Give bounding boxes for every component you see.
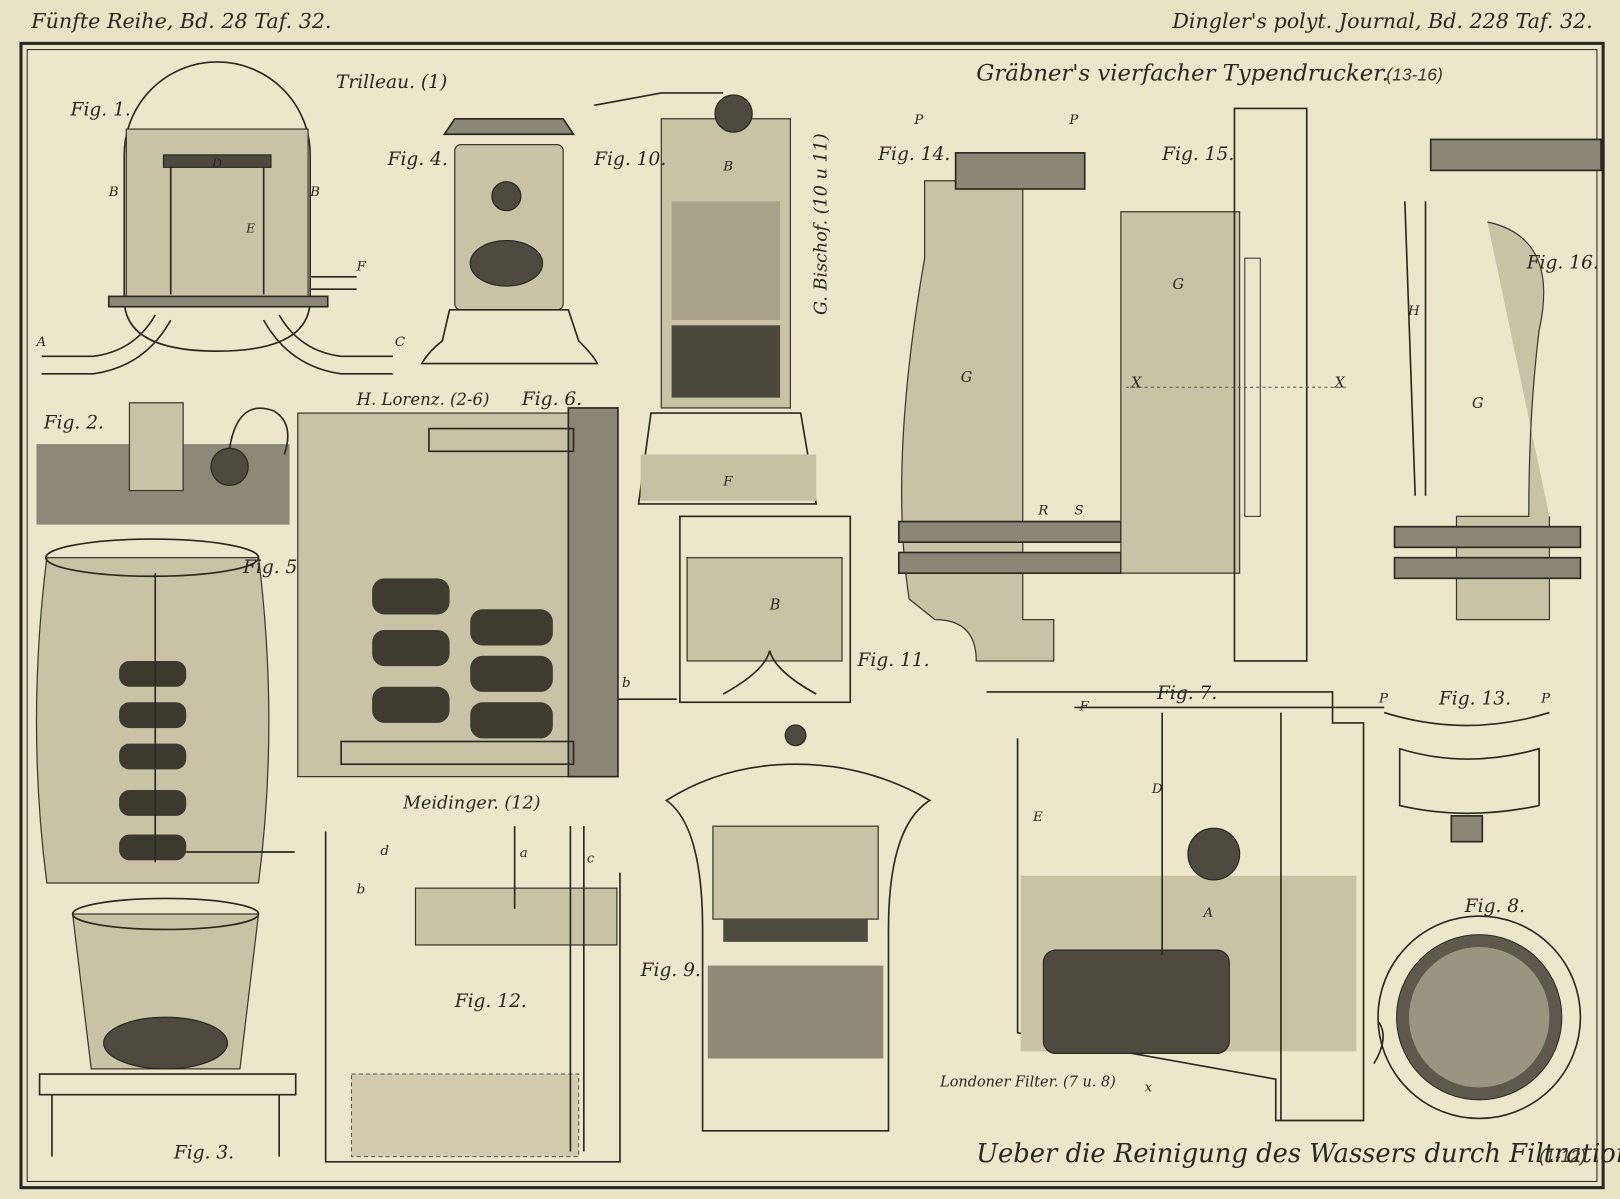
- label-letter: E: [1032, 810, 1043, 825]
- label-letter: d: [380, 844, 389, 859]
- label-letter: F: [1079, 700, 1090, 715]
- label-letter: E: [245, 220, 255, 235]
- label-letter: G: [961, 370, 973, 386]
- label-letter: F: [356, 260, 367, 275]
- fig-2-label: Fig. 2.: [43, 413, 104, 434]
- fig-15-label: Fig. 15.: [1161, 144, 1234, 165]
- label-letter: H: [1407, 304, 1420, 319]
- label-letter: G: [1172, 277, 1184, 293]
- meidinger-title: Meidinger. (12): [402, 794, 541, 814]
- fig-8-round-filter: Fig. 8.: [1373, 896, 1582, 1120]
- label-letter: P: [1378, 691, 1389, 706]
- fig-7-london-filter-tank: Fig. 7. F D E A x Londoner Filter. (7 u.…: [939, 683, 1385, 1122]
- label-letter: S: [1074, 503, 1083, 518]
- plate-border: [19, 41, 1605, 1190]
- label-letter: A: [34, 335, 46, 350]
- fig-10-label: Fig. 10.: [593, 149, 666, 170]
- label-letter: c: [587, 851, 595, 866]
- label-letter: X: [1334, 375, 1346, 391]
- lorenz-title: H. Lorenz. (2-6): [356, 390, 490, 409]
- label-letter: R: [1037, 503, 1048, 518]
- label-letter: B: [108, 185, 119, 200]
- fig-3-label: Fig. 3.: [173, 1143, 234, 1164]
- londoner-title: Londoner Filter. (7 u. 8): [939, 1074, 1116, 1090]
- trilleau-title: Trilleau. (1): [336, 72, 447, 93]
- fig-10-bischof-filter: Fig. 10. G. Bischof. (10 u 11) F B: [593, 92, 832, 505]
- header-left: Fünfte Reihe, Bd. 28 Taf. 32.: [30, 9, 331, 33]
- fig-4-stove-filter: Fig. 4.: [387, 117, 599, 365]
- label-letter: G: [1472, 396, 1484, 412]
- label-letter: D: [1151, 782, 1163, 797]
- main-title: Ueber die Reinigung des Wassers durch Fi…: [976, 1139, 1620, 1169]
- header-right: Dingler's polyt. Journal, Bd. 228 Taf. 3…: [1171, 9, 1592, 33]
- fig-5-label: Fig. 5.: [242, 557, 303, 578]
- bischof-title: G. Bischof. (10 u 11): [812, 133, 832, 315]
- fig-6-label: Fig. 6.: [521, 389, 582, 410]
- fig-14-printer-section: Fig. 14. G P P R S: [877, 113, 1122, 662]
- fig-9-label: Fig. 9.: [640, 960, 701, 981]
- fig-3-tub-filter: Fig. 3.: [38, 897, 297, 1164]
- label-letter: B: [309, 185, 320, 200]
- label-letter: C: [395, 335, 405, 350]
- label-letter: b: [622, 676, 631, 691]
- label-letter: b: [357, 882, 366, 897]
- typendrucker-ref: (13-16): [1386, 65, 1443, 85]
- main-title-ref: (1-12): [1539, 1146, 1586, 1166]
- fig-11-filter-pot: B Fig. 11.: [679, 515, 930, 704]
- label-letter: P: [1068, 113, 1079, 128]
- label-letter: B: [769, 597, 781, 613]
- fig-13-label: Fig. 13.: [1438, 688, 1511, 709]
- label-letter: F: [722, 474, 733, 489]
- fig-13-type-wheel-detail: Fig. 13. P P: [1378, 688, 1551, 843]
- fig-14-label: Fig. 14.: [877, 144, 950, 165]
- fig-11-label: Fig. 11.: [857, 650, 930, 671]
- fig-1-trilleau-filter: Fig. 1. Trilleau. (1) D B B E F A C: [34, 61, 447, 375]
- fig-16-label: Fig. 16.: [1526, 253, 1599, 274]
- fig-5-barrel-filter: Fig. 5.: [35, 538, 303, 884]
- label-letter: a: [520, 846, 528, 861]
- label-letter: P: [1540, 691, 1551, 706]
- fig-15-printer-front: Fig. 15. X X G: [1120, 107, 1349, 662]
- fig-12-meidinger-filter: Meidinger. (12) Fig. 12. a c b d: [324, 794, 621, 1163]
- label-letter: B: [722, 159, 733, 174]
- fig-8-label: Fig. 8.: [1464, 896, 1525, 917]
- fig-1-label: Fig. 1.: [70, 100, 131, 121]
- fig-7-label: Fig. 7.: [1156, 683, 1217, 704]
- fig-16-printer-side: Fig. 16. G H: [1393, 138, 1602, 621]
- typendrucker-title: Gräbner's vierfacher Typendrucker.: [976, 61, 1389, 87]
- fig-9-filter-urn: Fig. 9.: [640, 724, 932, 1132]
- fig-12-label: Fig. 12.: [454, 991, 527, 1012]
- label-letter: P: [913, 113, 924, 128]
- label-letter: X: [1130, 375, 1142, 391]
- label-letter: D: [211, 155, 222, 170]
- fig-2-filter-ball: Fig. 2.: [36, 402, 290, 525]
- fig-6-lorenz-filter-box: H. Lorenz. (2-6) Fig. 6. b: [297, 389, 677, 778]
- label-letter: A: [1201, 906, 1213, 921]
- fig-4-label: Fig. 4.: [387, 149, 448, 170]
- label-letter: x: [1145, 1081, 1153, 1096]
